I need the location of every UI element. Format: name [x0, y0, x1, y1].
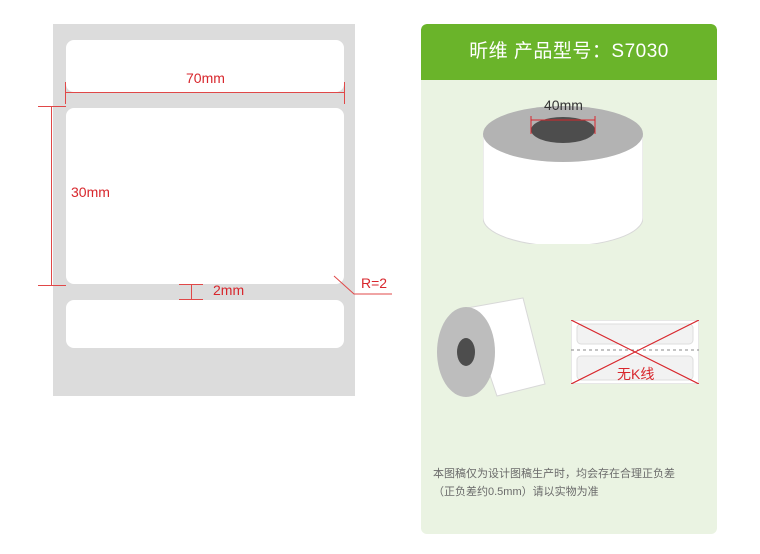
label-backing-sheet: [53, 24, 355, 396]
no-perforation-label: 无K线: [617, 366, 655, 382]
label-main: [66, 108, 344, 284]
height-dimension-label: 30mm: [71, 184, 110, 200]
height-dimension-line: [51, 106, 52, 286]
roll-core-illustration: [483, 106, 643, 244]
height-dimension-bottom-tick: [38, 285, 66, 286]
label-roll-side-illustration: [437, 297, 546, 397]
label-bottom: [66, 300, 344, 348]
disclaimer-line-1: 本图稿仅为设计图稿生产时，均会存在合理正负差: [433, 468, 675, 480]
product-info-panel: 昕维 产品型号：S7030 40mm 无K线 本图稿仅为设计图稿生产时，均会存在…: [421, 24, 717, 534]
core-diameter-label: 40mm: [544, 97, 583, 113]
gap-dimension-line: [191, 284, 192, 300]
label-top: [66, 40, 344, 92]
height-dimension-top-tick: [38, 106, 66, 107]
radius-leader-line: [333, 275, 392, 295]
width-dimension-left-tick: [65, 82, 66, 104]
gap-dimension-label: 2mm: [213, 282, 245, 298]
no-perforation-illustration: [571, 320, 699, 384]
width-dimension-label: 70mm: [186, 70, 225, 86]
disclaimer-line-2: （正负差约0.5mm）请以实物为准: [433, 486, 599, 498]
width-dimension-right-tick: [344, 82, 345, 104]
panel-header: 昕维 产品型号：S7030: [421, 24, 717, 80]
corner-radius-label: R=2: [361, 275, 388, 291]
width-dimension-line: [66, 92, 345, 93]
product-model-title: 昕维 产品型号：S7030: [469, 41, 669, 62]
